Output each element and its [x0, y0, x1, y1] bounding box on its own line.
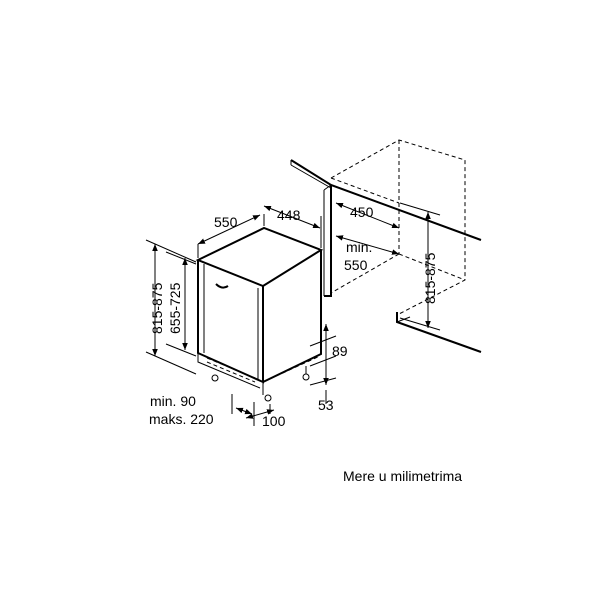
dishwasher-unit [195, 226, 324, 402]
label-min: min. [346, 239, 372, 255]
label-89: 89 [332, 343, 348, 359]
label-maks-220: maks. 220 [149, 411, 214, 427]
caption-units: Mere u milimetrima [343, 468, 462, 484]
label-655-725: 655-725 [167, 282, 183, 334]
dim-plinth: 89 53 [309, 324, 348, 413]
dim-niche-height: 815-875 [399, 202, 441, 331]
label-53: 53 [318, 397, 334, 413]
label-550: 550 [214, 214, 238, 230]
door-handle [215, 283, 229, 289]
label-100: 100 [262, 413, 286, 429]
dim-niche-depth: 450 [335, 202, 400, 229]
label-niche-815-875: 815-875 [422, 252, 438, 304]
dim-unit-height-outer: 815-875 [145, 239, 197, 375]
niche-cabinet [290, 139, 482, 353]
dim-unit-depth: 550 [197, 214, 265, 258]
dim-unit-height-inner: 655-725 [165, 251, 197, 357]
label-niche-550: 550 [344, 257, 368, 273]
label-min-90: min. 90 [150, 393, 196, 409]
side-panel [324, 185, 332, 297]
label-448: 448 [277, 207, 301, 223]
label-450: 450 [350, 204, 374, 220]
dim-feet: min. 90 maks. 220 100 [149, 393, 286, 429]
label-815-875-left: 815-875 [149, 282, 165, 334]
floor-edge [396, 312, 482, 353]
dim-unit-width: 448 [263, 205, 322, 248]
dim-niche-min-depth: min. 550 [335, 235, 400, 273]
